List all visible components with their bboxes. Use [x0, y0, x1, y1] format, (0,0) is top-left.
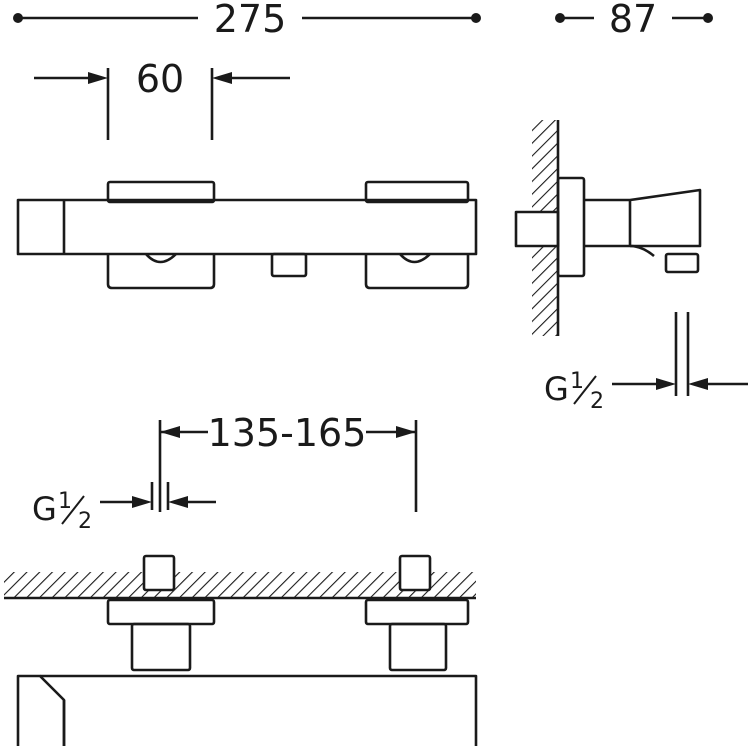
dimension-87-label: 87 — [609, 0, 657, 41]
dimension-275 — [13, 13, 481, 23]
fraction-slash — [573, 375, 597, 405]
thread-letter: G — [544, 370, 569, 408]
thread-label-side: G 1 2 — [544, 369, 604, 414]
dimension-87 — [555, 13, 713, 23]
thread-dimension-bottom — [100, 482, 216, 510]
thread-letter: G — [32, 490, 57, 528]
thread-denominator: 2 — [78, 509, 92, 534]
front-view — [16, 180, 478, 290]
fraction-slash — [61, 495, 85, 525]
dimension-275-label: 275 — [214, 0, 287, 41]
thread-denominator: 2 — [590, 389, 604, 414]
thread-numerator: 1 — [58, 489, 72, 514]
dimension-135-165-label: 135-165 — [208, 411, 367, 455]
dimension-135-165 — [158, 420, 418, 512]
thread-dimension-side — [612, 312, 748, 396]
thread-label-bottom: G 1 2 — [32, 489, 92, 534]
dimension-60 — [34, 68, 290, 140]
dimension-60-label: 60 — [136, 57, 184, 101]
thread-numerator: 1 — [570, 369, 584, 394]
plan-view — [4, 554, 478, 746]
side-view — [514, 120, 702, 336]
